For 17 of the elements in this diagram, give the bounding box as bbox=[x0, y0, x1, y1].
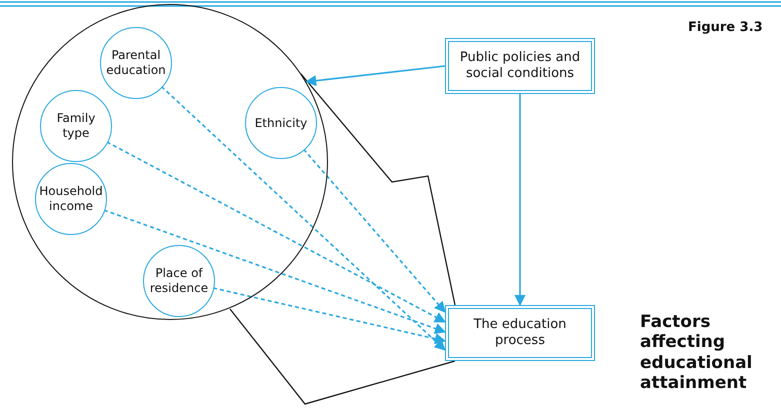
factor-circle: Place of residence bbox=[143, 245, 215, 317]
figure-number: Figure 3.3 bbox=[688, 20, 763, 35]
dashed-arrow bbox=[104, 209, 446, 334]
factor-circle: Family type bbox=[40, 90, 112, 162]
dashed-arrow bbox=[212, 287, 446, 344]
factor-circle: Ethnicity bbox=[245, 87, 317, 159]
enclosing-circle bbox=[12, 4, 328, 320]
dashed-arrow bbox=[106, 141, 446, 323]
arrow bbox=[304, 65, 446, 86]
dashed-arrow bbox=[160, 86, 446, 351]
process-box: Public policies and social conditions bbox=[445, 38, 595, 94]
dashed-arrow bbox=[303, 148, 446, 313]
factor-circle: Parental education bbox=[100, 27, 172, 99]
figure-title: Factors affecting educational attainment bbox=[640, 312, 754, 394]
factor-circle: Household income bbox=[35, 163, 107, 235]
arrow bbox=[514, 94, 526, 306]
process-box: The education process bbox=[445, 305, 595, 361]
